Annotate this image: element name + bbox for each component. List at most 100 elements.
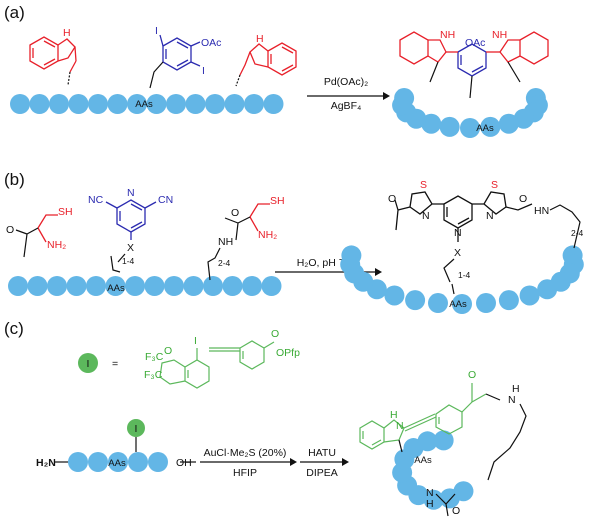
dicyanopyridine-b [105,199,157,233]
peptide-bead [105,276,126,296]
peptide-bead [108,452,128,472]
peptide-bead [8,276,28,296]
peptide-bead [10,94,30,114]
reagent-a-line2: AgBF₄ [331,100,362,112]
peptide-bead [341,245,362,266]
product-sub-1-4-b: 1-4 [458,270,471,280]
product-amide-c [471,383,487,403]
peptide-bead [68,452,88,472]
product-indole-alkyne-c [359,401,473,450]
product-aas-c: AAs [414,455,432,466]
indole-right-a [239,42,297,76]
peptide-bead [384,285,405,306]
aas-label-product-a: AAs [476,123,494,134]
peptide-bead [433,430,454,451]
peptide-bead [261,276,282,296]
reaction-arrowhead-b [375,268,382,276]
aryl-iodide-i2: I [202,65,205,77]
peptide-bead [164,276,184,296]
pyridine-n-b: N [127,187,135,199]
peptide-bead [146,94,167,114]
product-s-right-b: S [491,179,498,191]
product-n-left-b: N [422,210,430,222]
indole-nh-right-a: H [256,33,264,45]
peptide-bead [460,118,480,138]
peptide-bead [27,276,48,296]
peptide-bead [263,94,284,114]
product-bis-thiazoline-b [394,191,533,242]
peptide-bead [49,94,69,114]
peptide-bead [394,88,415,109]
step2-line1-c: HATU [308,447,336,459]
linker-aryl-a [149,61,164,89]
cysteine-left-backbone-b [15,227,39,258]
product-nh-amide-c: H [512,383,520,395]
peptide-bead [127,94,147,114]
product-n-right-b: N [486,210,494,222]
product-indole-link-c [398,439,403,453]
peptide-bead [203,276,223,296]
oh-c: OH [176,457,192,469]
nh2-left-b: NH₂ [47,239,66,251]
product-lys-linker-c [485,393,527,481]
panel-b-label: (b) [4,170,25,189]
reagent-opfp-c: OPfp [276,347,300,359]
peptide-bead [166,94,186,114]
peptide-bead [66,276,87,296]
peptide-bead [244,94,264,114]
product-lactam-o-c: O [452,505,460,517]
panel-c: (c) I = F₃C O I F₃C O OPfp H₂N AAs OH I [4,319,527,517]
product-x-b: X [454,247,461,259]
product-linker-lys-b [549,204,581,249]
linker-lys-b [207,247,221,281]
reagent-cf3-top-c: F₃C [145,351,164,363]
reagent-o-c: O [164,345,172,357]
product-n-center-b: N [454,227,462,239]
linker-x-b [110,253,126,273]
peptide-bead [519,285,540,306]
peptide-bead [405,290,426,311]
peptide-bead [439,116,460,137]
product-n-indole-c: N [396,420,404,432]
product-ring-a [392,88,548,138]
product-o-amide-c: O [468,369,476,381]
product-o-right-b: O [519,193,527,205]
nh2-right-b: NH₂ [258,229,277,241]
peptide-bead [183,276,204,296]
sh-right-b: SH [270,195,285,207]
peptide-bead [480,116,501,137]
conditions-b: H₂O, pH 7.5 [297,257,354,269]
reaction-arrowhead-c2 [342,458,349,466]
peptide-bead [476,293,497,314]
peptide-bead [47,276,67,296]
product-s-left-b: S [420,179,427,191]
peptide-bead [88,452,108,472]
product-n-amide-c: N [508,394,516,406]
step1-line2-c: HFIP [233,467,257,479]
peptide-bead [125,276,145,296]
product-linkers-a [429,61,521,99]
reagent-symbol-c: I [87,358,90,370]
peptide-bead [427,293,448,314]
aas-label-product-b: AAs [449,299,467,310]
hypervalent-iodine-reagent-c [159,340,275,389]
panel-a-label: (a) [4,3,25,22]
panel-a: (a) AAs H I OAc I H [4,3,549,138]
peptide-bead-chain-c [68,452,168,472]
aryl-iodide-a [159,34,201,71]
o-right-b: O [231,207,239,219]
step1-line1-c: AuCl·Me₂S (20%) [204,447,287,459]
product-nh-right-a: NH [492,29,507,41]
panel-c-label: (c) [4,319,24,338]
peptide-bead [29,94,50,114]
peptide-bead [242,276,262,296]
peptide-bead [88,94,108,114]
linker-left-a [67,71,71,86]
peptide-bead [144,276,165,296]
product-sub-2-4-b: 2-4 [571,228,584,238]
product-oac-a: OAc [465,37,485,49]
reaction-arrowhead-a [383,92,390,100]
step2-line2-c: DIPEA [306,467,338,479]
nh-right-b: NH [218,236,233,248]
